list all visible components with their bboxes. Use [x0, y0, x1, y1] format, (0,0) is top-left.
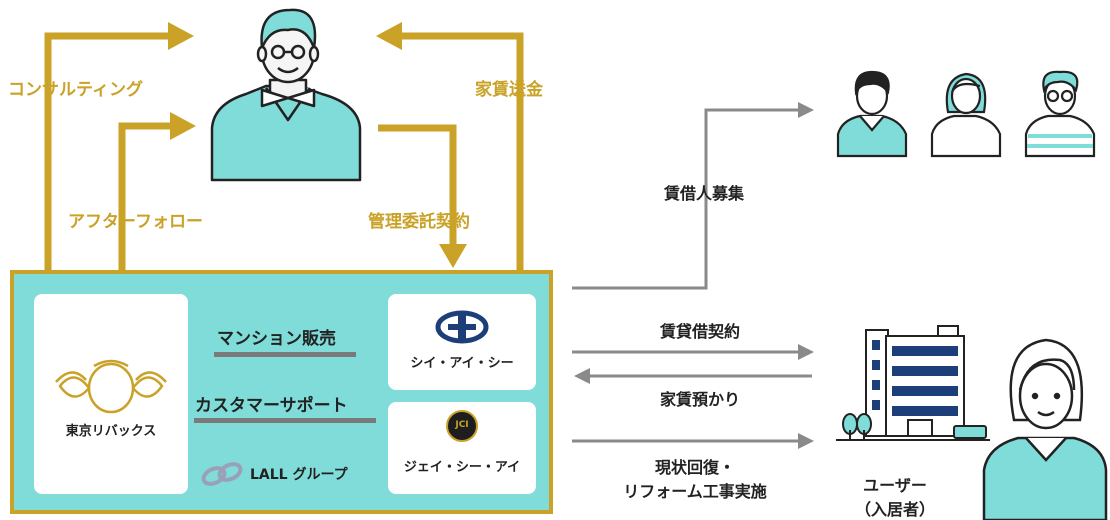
lall-group-label: LALL グループ: [250, 467, 348, 483]
management-contract-arrowhead: [439, 244, 467, 268]
restoration-label-line2: リフォーム工事実施: [623, 482, 767, 501]
customer-support-label: カスタマーサポート: [195, 396, 348, 416]
rent-deposit-arrowhead: [574, 368, 590, 384]
after-follow-arrowhead: [170, 112, 196, 140]
owner-person-icon: [210, 8, 362, 182]
tenant-woman-icon: [930, 72, 1002, 158]
consulting-arrowhead: [168, 22, 194, 50]
cic-card: シイ・アイ・シー: [388, 294, 536, 390]
user-woman-icon: [982, 338, 1108, 520]
apartment-building-icon: [836, 325, 990, 441]
company-group-box: 東京リバックス マンション販売 カスタマーサポート LALL グループ シイ・ア…: [10, 270, 553, 514]
user-label-line1: ユーザー: [863, 476, 927, 495]
jci-logo-text: JCI: [455, 420, 469, 430]
tokyo-rebucks-label: 東京リバックス: [65, 424, 157, 439]
lall-chain-icon: [201, 462, 243, 486]
tenant-boy-icon: [1024, 70, 1096, 158]
recruitment-arrowhead: [798, 102, 814, 118]
rent-deposit-label: 家賃預かり: [659, 390, 740, 409]
after-follow-label: アフターフォロー: [68, 212, 203, 232]
management-contract-arrow: [378, 124, 457, 246]
tenant-man-icon: [836, 70, 908, 158]
jci-logo-icon: JCI: [446, 410, 478, 442]
restoration-arrowhead: [798, 433, 814, 449]
management-contract-label: 管理委託契約: [368, 212, 470, 232]
restoration-label-line1: 現状回復・: [654, 458, 735, 477]
user-label-line2: （入居者）: [854, 500, 935, 519]
mansion-sales-label: マンション販売: [217, 329, 336, 349]
recruitment-label: 賃借人募集: [663, 184, 744, 203]
lease-contract-arrowhead: [798, 344, 814, 360]
rent-remittance-arrowhead: [376, 22, 402, 50]
cic-label: シイ・アイ・シー: [410, 356, 514, 371]
tokyo-rebucks-card: 東京リバックス: [34, 294, 188, 494]
lease-contract-label: 賃貸借契約: [659, 322, 740, 341]
after-follow-arrow: [118, 122, 172, 272]
jci-card: JCI ジェイ・シー・アイ: [388, 402, 536, 494]
rent-remittance-label: 家賃送金: [475, 80, 543, 100]
recruitment-arrow: [572, 108, 800, 290]
jci-label: ジェイ・シー・アイ: [403, 460, 521, 475]
tokyo-rebucks-logo-icon: [55, 359, 167, 414]
customer-support-bar: [194, 418, 376, 423]
rent-remittance-arrow: [400, 32, 524, 272]
consulting-label: コンサルティング: [8, 80, 143, 100]
cic-logo-icon: [435, 310, 489, 344]
mansion-sales-bar: [214, 352, 356, 357]
consulting-arrow: [44, 32, 170, 272]
